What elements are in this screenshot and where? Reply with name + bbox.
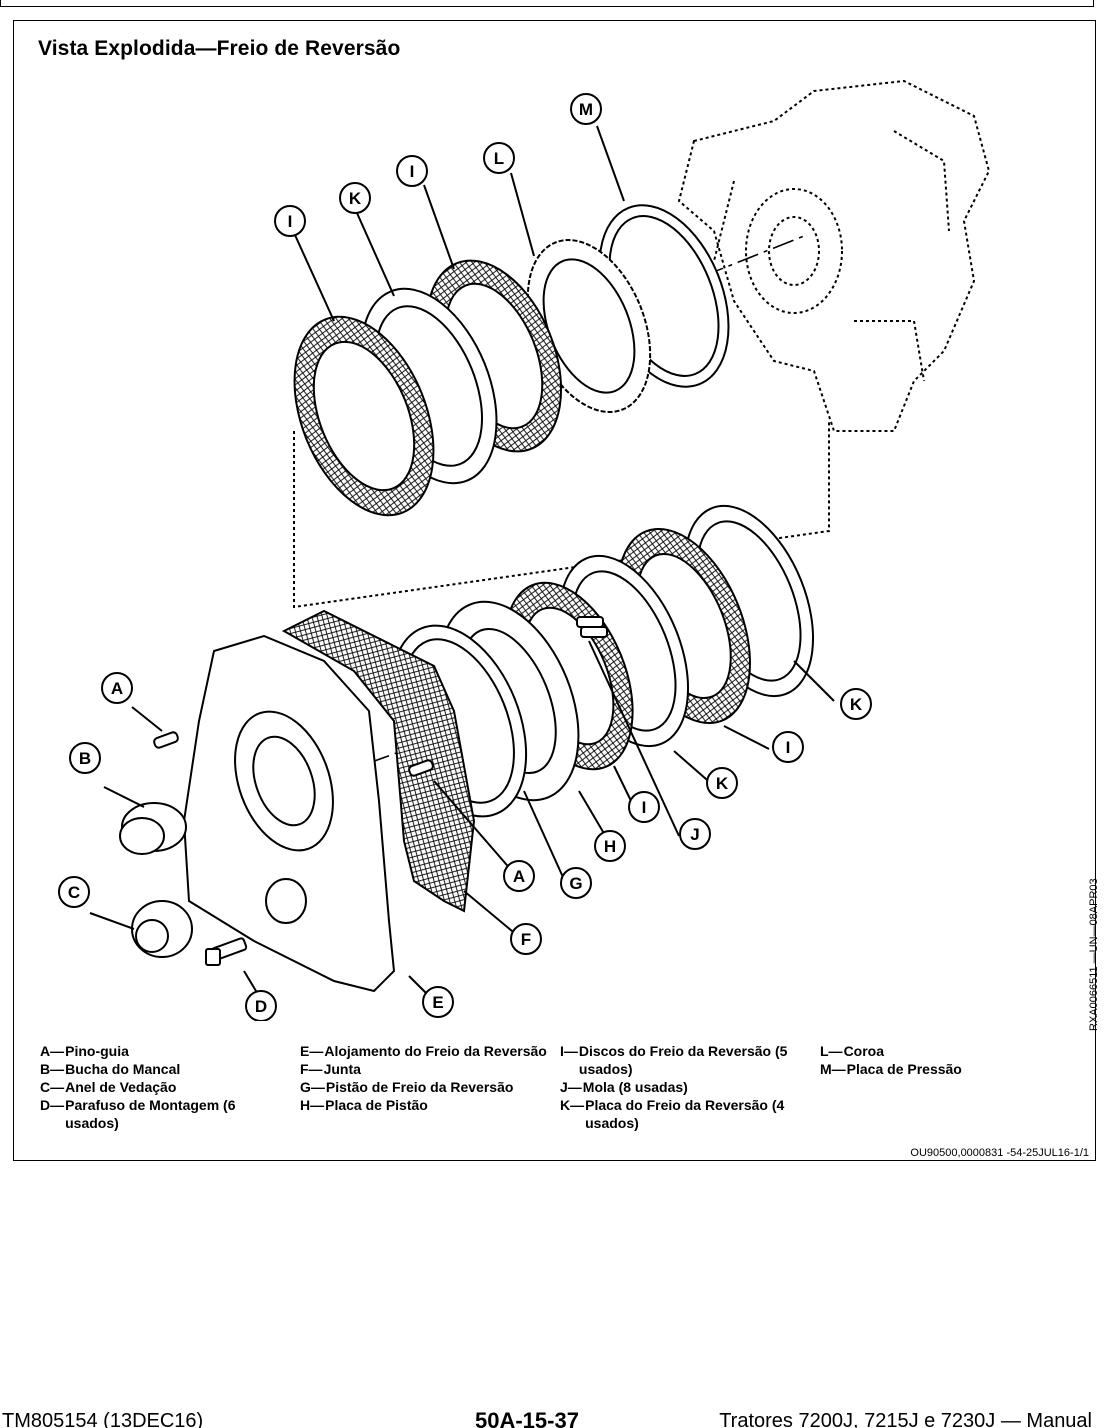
svg-text:L: L	[494, 149, 504, 168]
parts-legend: A—Pino-guia B—Bucha do Mancal C—Anel de …	[40, 1042, 1080, 1132]
legend-item: D—Parafuso de Montagem (6 usados)	[40, 1097, 236, 1131]
guide-pin-right	[408, 759, 434, 777]
svg-text:G: G	[569, 874, 582, 893]
manual-title: Tratores 7200J, 7215J e 7230J — Manual	[719, 1410, 1092, 1428]
callout-a-left: A	[101, 672, 133, 704]
mounting-bolt	[205, 937, 248, 966]
svg-text:B: B	[79, 749, 91, 768]
callout-g: G	[560, 867, 592, 899]
svg-text:I: I	[642, 798, 647, 817]
svg-text:H: H	[604, 837, 616, 856]
legend-item: B—Bucha do Mancal	[40, 1061, 181, 1077]
callout-i-lower-1: I	[628, 791, 660, 823]
svg-text:M: M	[579, 100, 593, 119]
svg-text:J: J	[690, 825, 699, 844]
svg-text:C: C	[68, 883, 80, 902]
upper-brake-disc-1	[293, 315, 435, 517]
legend-column-1: A—Pino-guia B—Bucha do Mancal C—Anel de …	[40, 1042, 290, 1132]
manual-id: TM805154 (13DEC16)	[2, 1410, 204, 1428]
page-footer: TM805154 (13DEC16) 50A-15-37 Tratores 72…	[0, 1406, 1110, 1428]
legend-item: K—Placa do Freio da Reversão (4 usados)	[560, 1097, 785, 1131]
callout-h: H	[594, 830, 626, 862]
legend-item: G—Pistão de Freio da Reversão	[300, 1079, 514, 1095]
legend-item: L— Coroa	[820, 1043, 885, 1059]
svg-text:K: K	[349, 189, 362, 208]
callout-l: L	[483, 142, 515, 174]
callout-k-lower-1: K	[706, 767, 738, 799]
legend-item: F—Junta	[300, 1061, 361, 1077]
svg-text:A: A	[513, 867, 525, 886]
callout-a-right: A	[503, 860, 535, 892]
page-number: 50A-15-37	[475, 1408, 579, 1428]
transmission-housing	[677, 79, 991, 432]
legend-item: H—Placa de Pistão	[300, 1097, 428, 1113]
previous-panel-border	[0, 0, 1094, 7]
svg-text:K: K	[716, 774, 729, 793]
figure-reference: RXA0066511 —UN—08APR03	[1088, 878, 1100, 1031]
page-title: Vista Explodida—Freio de Reversão	[38, 37, 401, 60]
seal-ring	[131, 900, 193, 958]
bearing-bushing	[119, 802, 187, 855]
guide-pin-left	[153, 731, 179, 749]
svg-text:I: I	[786, 738, 791, 757]
legend-item: I— Discos do Freio da Reversão (5 usados…	[560, 1043, 788, 1077]
callout-k-upper: K	[339, 182, 371, 214]
legend-column-3: I— Discos do Freio da Reversão (5 usados…	[560, 1042, 815, 1132]
callout-i-upper-2: I	[396, 155, 428, 187]
legend-item: J— Mola (8 usadas)	[560, 1079, 688, 1095]
legend-item: C—Anel de Vedação	[40, 1079, 177, 1095]
svg-text:D: D	[255, 997, 267, 1016]
brake-housing	[182, 634, 396, 993]
gasket	[281, 609, 476, 913]
callout-j: J	[679, 818, 711, 850]
legend-column-2: E—Alojamento do Freio da Reversão F—Junt…	[300, 1042, 550, 1114]
legend-item: A—Pino-guia	[40, 1043, 129, 1059]
exploded-view-illustration: M L I K I A B C D E F A G H I J K I K	[58, 79, 991, 1021]
svg-text:K: K	[850, 695, 863, 714]
callout-d: D	[245, 990, 277, 1021]
svg-text:I: I	[410, 162, 415, 181]
callout-i-lower-2: I	[772, 731, 804, 763]
callout-i-upper-1: I	[274, 205, 306, 237]
callout-f: F	[510, 923, 542, 955]
callout-b: B	[69, 742, 101, 774]
callout-e: E	[422, 986, 454, 1018]
svg-text:I: I	[288, 212, 293, 231]
springs	[576, 616, 608, 638]
assembly-guide-line	[293, 421, 830, 609]
document-reference-code: OU90500,0000831 -54-25JUL16-1/1	[910, 1147, 1089, 1159]
callout-c: C	[58, 876, 90, 908]
legend-item: E—Alojamento do Freio da Reversão	[300, 1043, 547, 1059]
svg-text:F: F	[521, 930, 531, 949]
callout-m: M	[570, 93, 602, 125]
legend-column-4: L— Coroa M—Placa de Pressão	[820, 1042, 1020, 1078]
exploded-view-panel: Vista Explodida—Freio de Reversão	[13, 20, 1100, 1161]
callout-k-lower-2: K	[840, 688, 872, 720]
svg-text:A: A	[111, 679, 123, 698]
legend-item: M—Placa de Pressão	[820, 1061, 962, 1077]
svg-text:E: E	[432, 993, 443, 1012]
